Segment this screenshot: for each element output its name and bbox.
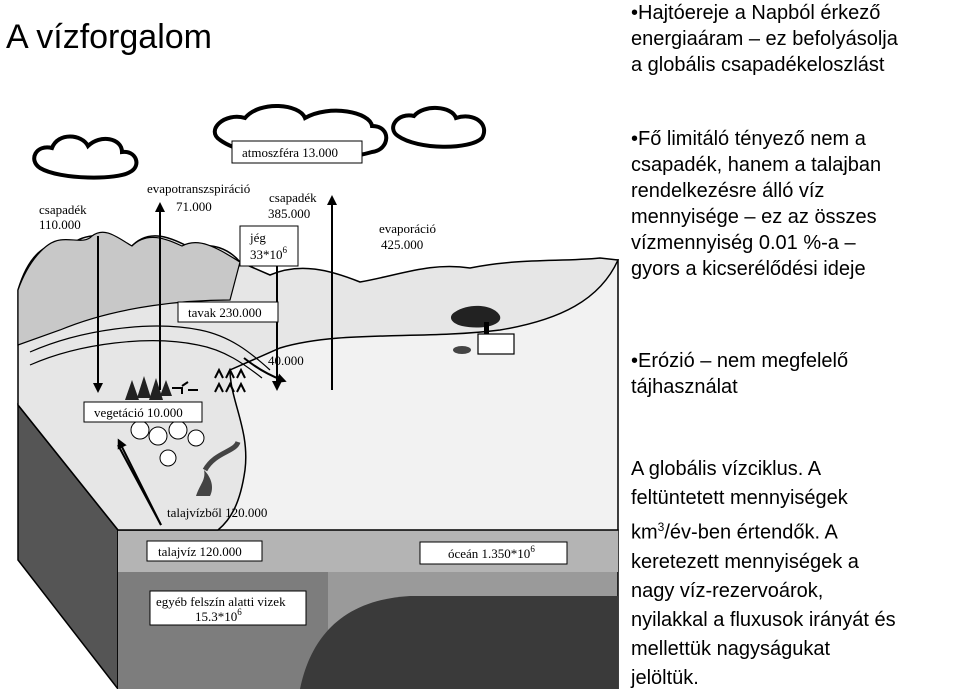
precip-ocean-value: 385.000 bbox=[268, 206, 310, 221]
precip-land-value: 110.000 bbox=[39, 217, 81, 232]
precip-ocean-label: csapadék bbox=[269, 190, 317, 205]
other-value-exponent: 6 bbox=[237, 607, 242, 617]
bullet-line: csapadék, hanem a talajban bbox=[631, 152, 956, 178]
caption-unit: km bbox=[631, 522, 658, 544]
atmosphere-label: atmoszféra 13.000 bbox=[242, 145, 338, 160]
bullet-line: •Fő limitáló tényező nem a bbox=[631, 126, 956, 152]
caption-line-rest: /év-ben értendők. A bbox=[664, 522, 837, 544]
ice-value-base: 33*10 bbox=[250, 247, 283, 262]
bullet-line: vízmennyiség 0.01 %-a – bbox=[631, 230, 956, 256]
ocean-value-exponent: 6 bbox=[530, 544, 535, 554]
ice-value-exponent: 6 bbox=[283, 245, 288, 255]
factory-icon bbox=[478, 334, 514, 354]
bullet-line: gyors a kicserélődési ideje bbox=[631, 256, 956, 282]
caption-line: km3/év-ben értendők. A bbox=[631, 513, 956, 548]
runoff-label: 40.000 bbox=[268, 353, 304, 368]
caption-line: A globális vízciklus. A bbox=[631, 455, 956, 484]
from-groundwater-label: talajvízből 120.000 bbox=[167, 505, 267, 520]
deep-groundwater-layer bbox=[118, 572, 328, 689]
bullet-line: •Hajtóereje a Napból érkező bbox=[631, 0, 956, 26]
groundwater-label: talajvíz 120.000 bbox=[158, 544, 242, 559]
ice-label: jég bbox=[249, 230, 266, 245]
caption-line: nyilakkal a fluxusok irányát és bbox=[631, 606, 956, 635]
caption-line: keretezett mennyiségek a bbox=[631, 548, 956, 577]
caption-line: nagy víz-rezervoárok, bbox=[631, 577, 956, 606]
bullet-line: a globális csapadékeloszlást bbox=[631, 52, 956, 78]
ocean-value-base: óceán 1.350*10 bbox=[448, 546, 530, 561]
cloud-right-icon bbox=[393, 108, 484, 147]
bullet-line: •Erózió – nem megfelelő bbox=[631, 348, 956, 374]
caption-line: mellettük nagyságukat bbox=[631, 635, 956, 664]
precip-land-label: csapadék bbox=[39, 202, 87, 217]
car-icon bbox=[453, 346, 471, 354]
evaporation-label: evaporáció bbox=[379, 221, 436, 236]
factory-chimney-icon bbox=[484, 322, 489, 334]
bullet-line: mennyisége – ez az összes bbox=[631, 204, 956, 230]
evapotrans-label: evapotranszspiráció bbox=[147, 181, 250, 196]
bullet-energy: •Hajtóereje a Napból érkező energiaáram … bbox=[631, 0, 956, 78]
evaporation-value: 425.000 bbox=[381, 237, 423, 252]
bullet-limiting-factor: •Fő limitáló tényező nem a csapadék, han… bbox=[631, 126, 956, 282]
other-groundwater-value: 15.3*106 bbox=[195, 607, 242, 624]
bullet-line: energiaáram – ez befolyásolja bbox=[631, 26, 956, 52]
bullet-line: tájhasználat bbox=[631, 374, 956, 400]
evapotrans-value: 71.000 bbox=[176, 199, 212, 214]
caption-line: feltüntetett mennyiségek bbox=[631, 484, 956, 513]
vegetation-label: vegetáció 10.000 bbox=[94, 405, 183, 420]
other-value-base: 15.3*10 bbox=[195, 609, 237, 624]
ice-value: 33*106 bbox=[250, 245, 288, 262]
ocean-label: óceán 1.350*106 bbox=[448, 544, 535, 561]
figure-caption: A globális vízciklus. A feltüntetett men… bbox=[631, 455, 956, 693]
cloud-left-icon bbox=[34, 137, 136, 178]
bullet-erosion: •Erózió – nem megfelelő tájhasználat bbox=[631, 348, 956, 400]
caption-line: jelöltük. bbox=[631, 664, 956, 693]
water-cycle-diagram: atmoszféra 13.000 csapadék 110.000 evapo… bbox=[0, 0, 630, 689]
lakes-label: tavak 230.000 bbox=[188, 305, 262, 320]
bullet-line: rendelkezésre álló víz bbox=[631, 178, 956, 204]
other-groundwater-label: egyéb felszín alatti vizek bbox=[156, 594, 286, 609]
